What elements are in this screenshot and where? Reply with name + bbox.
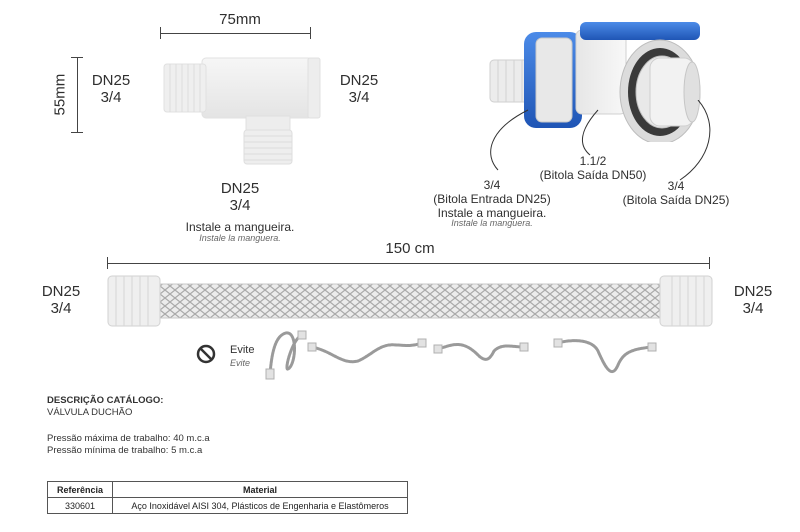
table-header-material: Material (112, 481, 408, 498)
no-entry-icon (196, 344, 216, 364)
table-header-row: Referência Material (47, 481, 408, 498)
table-cell-material: Aço Inoxidável AISI 304, Plásticos de En… (112, 497, 408, 514)
valve-outlet-label: 1.1/2 (Bitola Saída DN50) (539, 154, 647, 182)
tee-right-port-label: DN25 3/4 (339, 72, 379, 107)
hose-length-line (107, 263, 710, 264)
valve-leader-lines (490, 100, 711, 181)
valve-inlet-label: 3/4 (Bitola Entrada DN25) Instale a mang… (433, 178, 551, 220)
catalog-section: DESCRIÇÃO CATÁLOGO: VÁLVULA DUCHÃO Press… (47, 395, 447, 457)
valve-illustration (489, 22, 701, 142)
tee-install-note-es: Instale la manguera. (199, 233, 281, 243)
reference-table: Referência Material 330601 Aço Inoxidáve… (47, 481, 408, 514)
tee-left-port-label: DN25 3/4 (91, 72, 131, 107)
catalog-product: VÁLVULA DUCHÃO (47, 407, 133, 418)
height-dimension-line (77, 57, 78, 132)
tee-bottom-port-label: DN25 3/4 (220, 180, 260, 215)
table-row: 330601 Aço Inoxidável AISI 304, Plástico… (47, 497, 408, 514)
width-label: 75mm (219, 11, 261, 28)
tee-install-note: Instale a mangueira. (185, 220, 295, 234)
table-cell-reference: 330601 (47, 497, 113, 514)
valve-install-note-es: Instale la manguera. (451, 218, 533, 228)
width-dimension-line (160, 33, 310, 34)
avoid-label: Evite (230, 344, 255, 356)
wrong-installation-examples (265, 330, 657, 380)
catalog-max-pressure: Pressão máxima de trabalho: 40 m.c.a (47, 433, 210, 444)
table-header-reference: Referência (47, 481, 113, 498)
hose-left-port-label: DN25 3/4 (41, 283, 81, 318)
avoid-label-es: Evite (230, 358, 251, 368)
braided-hose-illustration (107, 275, 713, 327)
hose-right-port-label: DN25 3/4 (733, 283, 773, 318)
catalog-min-pressure: Pressão mínima de trabalho: 5 m.c.a (47, 445, 203, 456)
tee-fitting-illustration (163, 57, 321, 165)
catalog-heading: DESCRIÇÃO CATÁLOGO: (47, 395, 164, 406)
valve-side-label: 3/4 (Bitola Saída DN25) (622, 179, 730, 207)
height-label: 55mm (51, 73, 69, 116)
hose-length-label: 150 cm (385, 240, 435, 257)
